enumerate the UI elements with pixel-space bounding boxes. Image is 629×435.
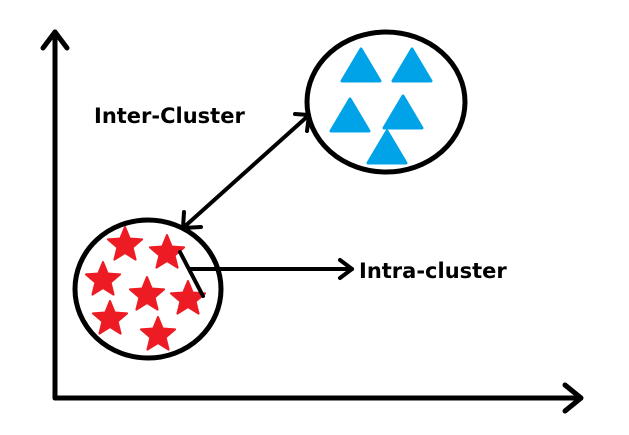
intra-arrowhead-icon bbox=[338, 258, 354, 280]
y-axis-arrowhead-icon bbox=[40, 29, 70, 51]
star-marker-icon bbox=[139, 316, 177, 351]
arrowhead-top-icon bbox=[293, 112, 311, 133]
intra-cluster-arrow bbox=[178, 250, 354, 298]
triangle-marker-icon bbox=[382, 94, 424, 130]
intra-cluster-label: Intra-cluster bbox=[359, 259, 507, 283]
star-cluster bbox=[72, 217, 224, 361]
inter-cluster-arrow bbox=[181, 112, 311, 230]
axes bbox=[40, 29, 584, 414]
star-marker-icon bbox=[84, 261, 122, 296]
triangle-marker-icon bbox=[391, 47, 433, 83]
triangle-marker-icon bbox=[340, 47, 382, 83]
inter-cluster-label: Inter-Cluster bbox=[94, 104, 245, 128]
triangle-marker-icon bbox=[366, 129, 408, 165]
star-marker-icon bbox=[106, 226, 144, 261]
triangle-marker-icon bbox=[329, 97, 371, 133]
star-marker-icon bbox=[91, 300, 129, 335]
triangle-cluster bbox=[304, 29, 468, 175]
star-marker-icon bbox=[128, 276, 166, 311]
triangle-cluster-boundary bbox=[304, 29, 468, 175]
star-marker-icon bbox=[148, 234, 186, 269]
intra-radius-line bbox=[178, 250, 205, 298]
triangle-markers bbox=[329, 47, 433, 165]
star-markers bbox=[84, 226, 207, 351]
star-cluster-boundary bbox=[72, 217, 224, 361]
x-axis-arrowhead-icon bbox=[562, 382, 584, 414]
arrowhead-bottom-icon bbox=[181, 210, 203, 230]
